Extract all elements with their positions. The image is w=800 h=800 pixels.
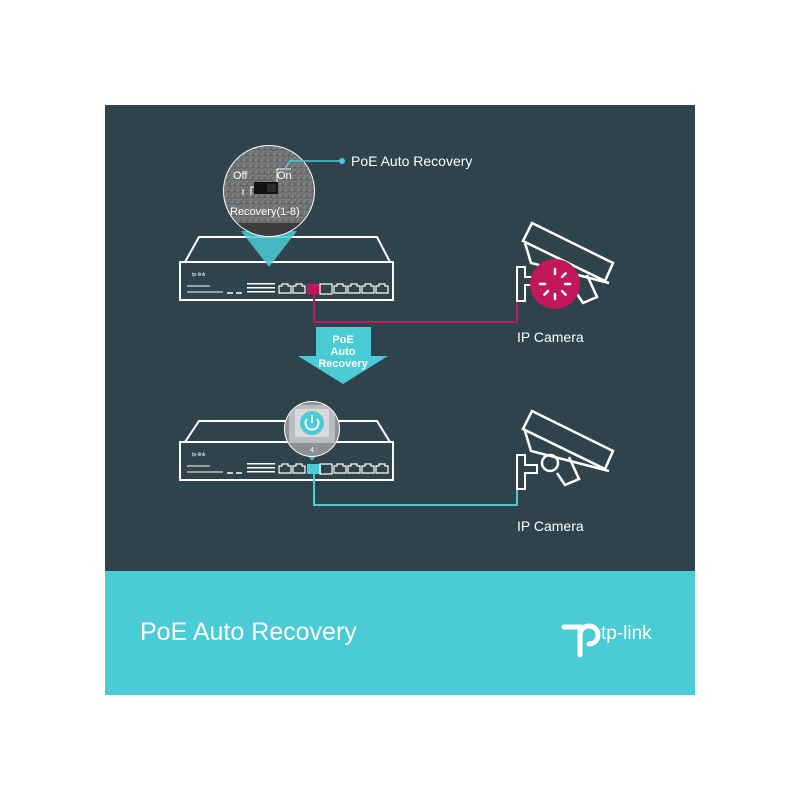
top-switch-leds: [247, 283, 275, 293]
top-camera-label: IP Camera: [517, 329, 584, 345]
top-camera: [516, 221, 615, 309]
zoom-on-label: On: [277, 170, 292, 182]
dip-switch-knob: [267, 184, 276, 192]
recovery-arrow-text: PoE Auto Recovery: [308, 334, 378, 370]
bottom-switch-leds: [247, 463, 275, 473]
recovery-arrow-line2: Auto: [330, 346, 356, 358]
bottom-switch: tp-link: [179, 420, 394, 481]
product-card: tp-link: [105, 105, 695, 695]
bottom-switch-ports: [278, 463, 389, 474]
top-switch-ports: [278, 283, 389, 294]
zoom-off-label: Off: [233, 170, 248, 182]
top-cable: [313, 294, 518, 323]
recovery-arrow-line3: Recovery: [318, 358, 368, 370]
bottom-switch-brand-text: tp-link: [192, 452, 206, 458]
port-number: 4: [310, 447, 314, 454]
top-switch-front-face: [179, 261, 394, 301]
camera-fault-indicator: [530, 259, 580, 309]
bottom-switch-front-face: [179, 441, 394, 481]
zoom-left-fragment: n: [213, 170, 219, 182]
zoom-beam: [241, 231, 297, 267]
brand-name: tp-link: [601, 623, 652, 644]
bottom-camera-label: IP Camera: [517, 518, 584, 534]
top-fault-port: [307, 284, 321, 294]
top-switch: tp-link: [179, 236, 394, 301]
zoom-recovery-label: Recovery(1-8): [230, 206, 300, 218]
bottom-recovered-port: [307, 464, 321, 474]
bottom-cable: [313, 473, 518, 506]
port-zoom: 4: [284, 401, 340, 457]
banner-title: PoE Auto Recovery: [140, 618, 357, 646]
recovery-arrow-line1: PoE: [332, 334, 354, 346]
tp-link-logo-icon: [561, 623, 601, 658]
bottom-camera: [516, 409, 615, 490]
callout-dot: [339, 158, 345, 164]
callout-label: PoE Auto Recovery: [351, 153, 473, 169]
callout-leader: [284, 160, 341, 170]
top-switch-brand-text: tp-link: [192, 272, 206, 278]
zoom-number-fragment: 2): [213, 206, 223, 218]
diagram-panel: tp-link: [105, 105, 695, 571]
loading-spinner-icon: [538, 267, 572, 301]
diagram-canvas: tp-link: [179, 145, 615, 506]
recovery-arrow: [298, 327, 388, 384]
dip-switch-zoom: n Off On 2) Recovery(1-8): [213, 145, 315, 237]
camera-lens: [540, 453, 560, 473]
